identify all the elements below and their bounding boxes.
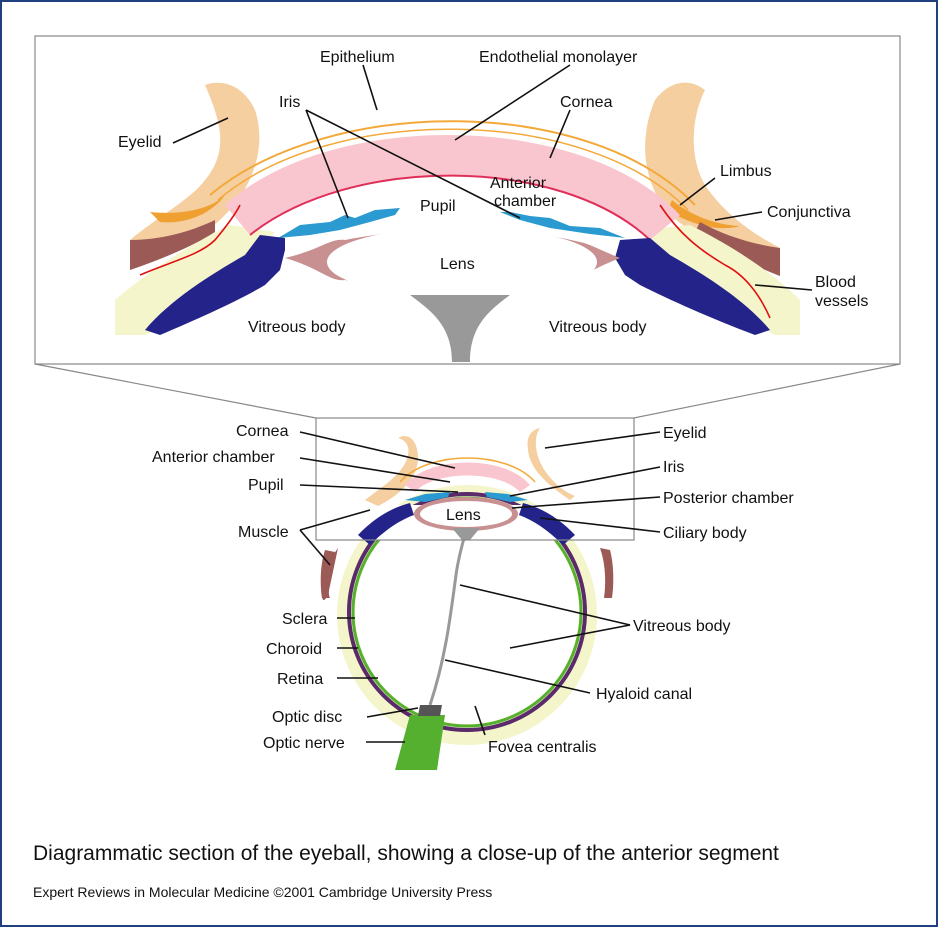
label-muscle: Muscle bbox=[238, 524, 289, 541]
label-vitreous-right: Vitreous body bbox=[549, 319, 647, 336]
label-lens: Lens bbox=[446, 507, 481, 524]
label-iris-closeup: Iris bbox=[279, 94, 300, 111]
figure-credit: Expert Reviews in Molecular Medicine ©20… bbox=[33, 884, 492, 900]
label-epithelium: Epithelium bbox=[320, 49, 395, 66]
label-fovea-centralis: Fovea centralis bbox=[488, 739, 597, 756]
closeup-panel bbox=[35, 36, 900, 364]
label-lens-closeup: Lens bbox=[440, 256, 475, 273]
optic-disc-shape bbox=[418, 705, 442, 716]
label-iris: Iris bbox=[663, 459, 684, 476]
label-pupil: Pupil bbox=[248, 477, 284, 494]
label-optic-nerve: Optic nerve bbox=[263, 735, 345, 752]
label-vitreous-left: Vitreous body bbox=[248, 319, 346, 336]
label-posterior-chamber: Posterior chamber bbox=[663, 490, 794, 507]
label-sclera: Sclera bbox=[282, 611, 327, 628]
label-eyelid: Eyelid bbox=[663, 425, 707, 442]
label-cornea-closeup: Cornea bbox=[560, 94, 613, 111]
label-conjunctiva: Conjunctiva bbox=[767, 204, 851, 221]
figure-caption: Diagrammatic section of the eyeball, sho… bbox=[33, 842, 779, 866]
label-vessels: vessels bbox=[815, 293, 868, 310]
label-optic-disc: Optic disc bbox=[272, 709, 342, 726]
label-eyelid-closeup: Eyelid bbox=[118, 134, 162, 151]
label-ciliary-body: Ciliary body bbox=[663, 525, 747, 542]
label-vitreous-body: Vitreous body bbox=[633, 618, 731, 635]
label-blood: Blood bbox=[815, 274, 856, 291]
label-endothelial: Endothelial monolayer bbox=[479, 49, 638, 66]
label-chamber: chamber bbox=[494, 193, 557, 210]
label-anterior: Anterior bbox=[490, 175, 547, 192]
label-limbus: Limbus bbox=[720, 163, 772, 180]
label-cornea: Cornea bbox=[236, 423, 289, 440]
label-anterior-chamber: Anterior chamber bbox=[152, 449, 275, 466]
label-pupil-closeup: Pupil bbox=[420, 198, 456, 215]
label-hyaloid-canal: Hyaloid canal bbox=[596, 686, 692, 703]
label-choroid: Choroid bbox=[266, 641, 322, 658]
label-retina: Retina bbox=[277, 671, 323, 688]
